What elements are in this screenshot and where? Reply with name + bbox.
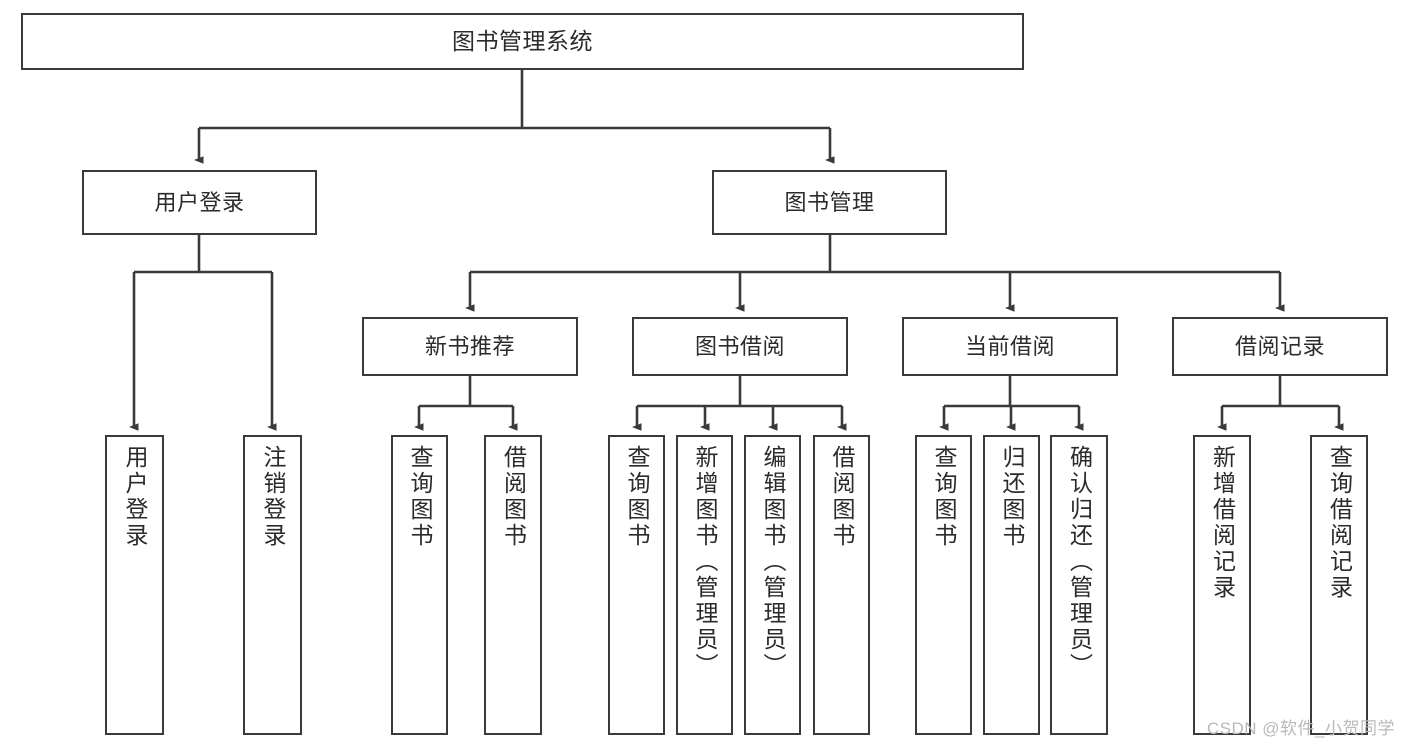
node-label: 确认归还（管理员） (1066, 445, 1093, 679)
node-label: 用户登录 (154, 189, 245, 215)
node-label: 查询图书 (407, 445, 433, 549)
node-label: 图书借阅 (694, 333, 785, 359)
node-label: 查询图书 (931, 445, 957, 549)
node-label: 用户登录 (122, 445, 148, 549)
node-label: 借阅记录 (1234, 333, 1325, 359)
node-label: 查询借阅记录 (1326, 445, 1353, 601)
node-label: 查询图书 (624, 445, 650, 549)
leaf-recommend-query-book[interactable]: 查询图书 (391, 435, 448, 735)
node-current-borrow[interactable]: 当前借阅 (902, 317, 1118, 376)
node-new-book-recommend[interactable]: 新书推荐 (362, 317, 578, 376)
node-label: 当前借阅 (964, 333, 1055, 359)
node-label: 新增图书（管理员） (692, 445, 718, 679)
node-label: 图书管理 (784, 189, 875, 215)
node-label: 归还图书 (999, 445, 1025, 549)
leaf-borrow-query-book[interactable]: 查询图书 (608, 435, 665, 735)
node-label: 借阅图书 (829, 445, 855, 549)
leaf-user-login-login[interactable]: 用户登录 (105, 435, 164, 735)
leaf-record-add-record[interactable]: 新增借阅记录 (1193, 435, 1251, 735)
csdn-watermark: CSDN @软件_小贺同学 (1206, 719, 1395, 738)
node-borrow-record[interactable]: 借阅记录 (1172, 317, 1388, 376)
node-root-system[interactable]: 图书管理系统 (21, 13, 1024, 70)
leaf-current-query-book[interactable]: 查询图书 (915, 435, 972, 735)
node-label: 编辑图书（管理员） (760, 445, 786, 679)
node-label: 新增借阅记录 (1209, 445, 1236, 601)
node-user-login[interactable]: 用户登录 (82, 170, 317, 235)
leaf-current-confirm-return-admin[interactable]: 确认归还（管理员） (1050, 435, 1108, 735)
node-label: 图书管理系统 (452, 27, 593, 54)
node-book-management[interactable]: 图书管理 (712, 170, 947, 235)
node-label: 新书推荐 (424, 333, 515, 359)
leaf-borrow-add-book-admin[interactable]: 新增图书（管理员） (676, 435, 733, 735)
leaf-borrow-borrow-book[interactable]: 借阅图书 (813, 435, 870, 735)
leaf-user-login-logout[interactable]: 注销登录 (243, 435, 302, 735)
node-label: 注销登录 (260, 445, 286, 549)
leaf-recommend-borrow-book[interactable]: 借阅图书 (484, 435, 542, 735)
leaf-borrow-edit-book-admin[interactable]: 编辑图书（管理员） (744, 435, 801, 735)
leaf-record-query-record[interactable]: 查询借阅记录 (1310, 435, 1368, 735)
node-book-borrow[interactable]: 图书借阅 (632, 317, 848, 376)
node-label: 借阅图书 (500, 445, 527, 549)
leaf-current-return-book[interactable]: 归还图书 (983, 435, 1040, 735)
